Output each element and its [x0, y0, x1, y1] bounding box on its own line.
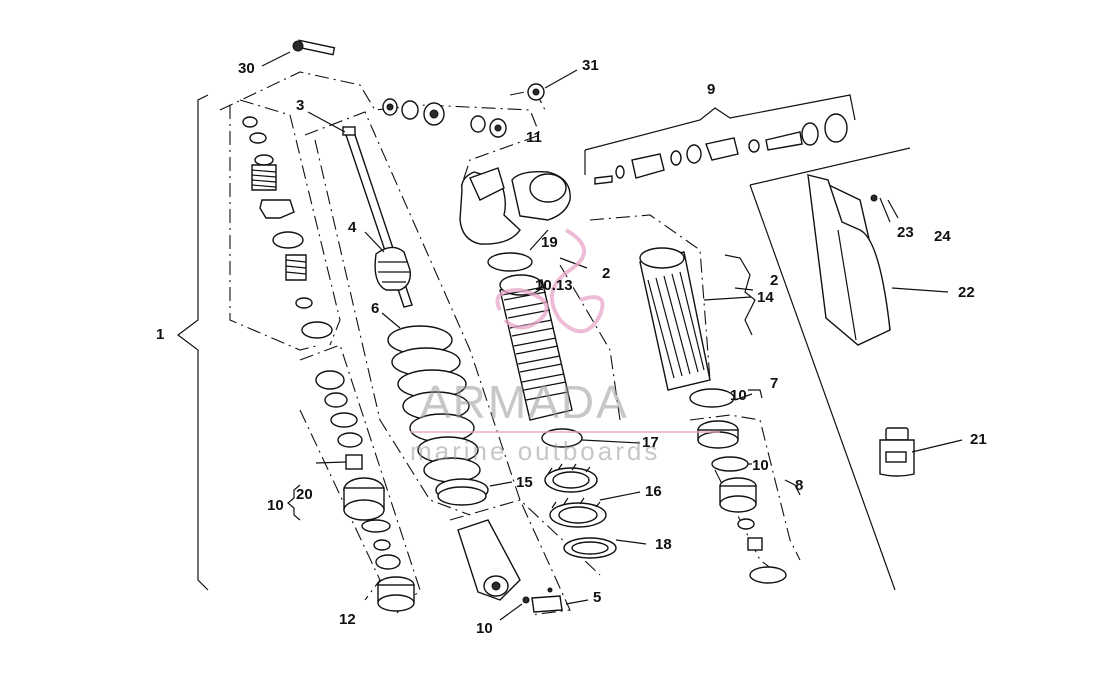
- label-1: 1: [156, 326, 164, 343]
- label-19: 19: [541, 234, 558, 251]
- mudguard-22: [807, 173, 891, 346]
- label-31: 31: [582, 57, 599, 74]
- adjuster-assembly-9: [594, 113, 848, 185]
- label-17: 17: [642, 434, 659, 451]
- label-14: 14: [757, 289, 774, 306]
- group-outlines: [219, 71, 911, 616]
- leader-lines: [261, 51, 963, 621]
- lower-eye-5: [457, 519, 563, 613]
- shock-head-11: [459, 167, 571, 245]
- label-10-ring: 10: [730, 387, 747, 404]
- label-10-bottom: 10: [476, 620, 493, 637]
- spring-seat-15: [435, 478, 489, 506]
- shock-top-parts: [242, 39, 545, 612]
- damper-parts: [343, 477, 415, 612]
- bump-stop-4: [374, 246, 411, 291]
- label-22: 22: [958, 284, 975, 301]
- adjuster-nuts: [541, 428, 617, 559]
- dust-boot-14: [639, 247, 711, 391]
- label-9: 9: [707, 81, 715, 98]
- label-21: 21: [970, 431, 987, 448]
- label-15: 15: [516, 474, 533, 491]
- label-6: 6: [371, 300, 379, 317]
- o-ring-19: [487, 252, 533, 272]
- bracket-lines: [177, 94, 856, 591]
- watermark-subtitle: marine outboards: [410, 436, 660, 466]
- label-30: 30: [238, 60, 255, 77]
- callout-labels: 30 31 9 3 11 23 24 4 19 2 2 22 10.13 14 …: [156, 57, 987, 637]
- label-12: 12: [339, 611, 356, 628]
- label-20: 20: [296, 486, 313, 503]
- label-8: 8: [795, 477, 803, 494]
- label-16: 16: [645, 483, 662, 500]
- shock-right-parts: [594, 113, 915, 584]
- oil-bottle-21: [879, 427, 915, 477]
- cap-7: [697, 420, 739, 449]
- label-5: 5: [593, 589, 601, 606]
- label-2-center: 2: [602, 265, 610, 282]
- label-10-13: 10.13: [535, 277, 573, 294]
- watermark-logo-icon: [495, 228, 605, 334]
- nut-31: [527, 83, 545, 101]
- reservoir-cap-8: [719, 477, 787, 584]
- label-10-left: 10: [267, 497, 284, 514]
- label-11: 11: [526, 129, 542, 146]
- shock-center-parts: [435, 167, 617, 613]
- valve-stack: [242, 116, 363, 470]
- label-24: 24: [934, 228, 951, 245]
- watermark: ARMADA marine outboards: [410, 228, 720, 466]
- label-2-right: 2: [770, 272, 778, 289]
- bolt-30: [292, 39, 336, 56]
- label-7: 7: [770, 375, 778, 392]
- damper-body: [499, 274, 573, 421]
- label-3: 3: [296, 97, 304, 114]
- label-18: 18: [655, 536, 672, 553]
- label-23: 23: [897, 224, 914, 241]
- label-4: 4: [348, 219, 357, 236]
- watermark-title: ARMADA: [420, 376, 629, 428]
- upper-bushings: [382, 98, 507, 138]
- label-10-cap: 10: [752, 457, 769, 474]
- spring-6: [387, 325, 481, 483]
